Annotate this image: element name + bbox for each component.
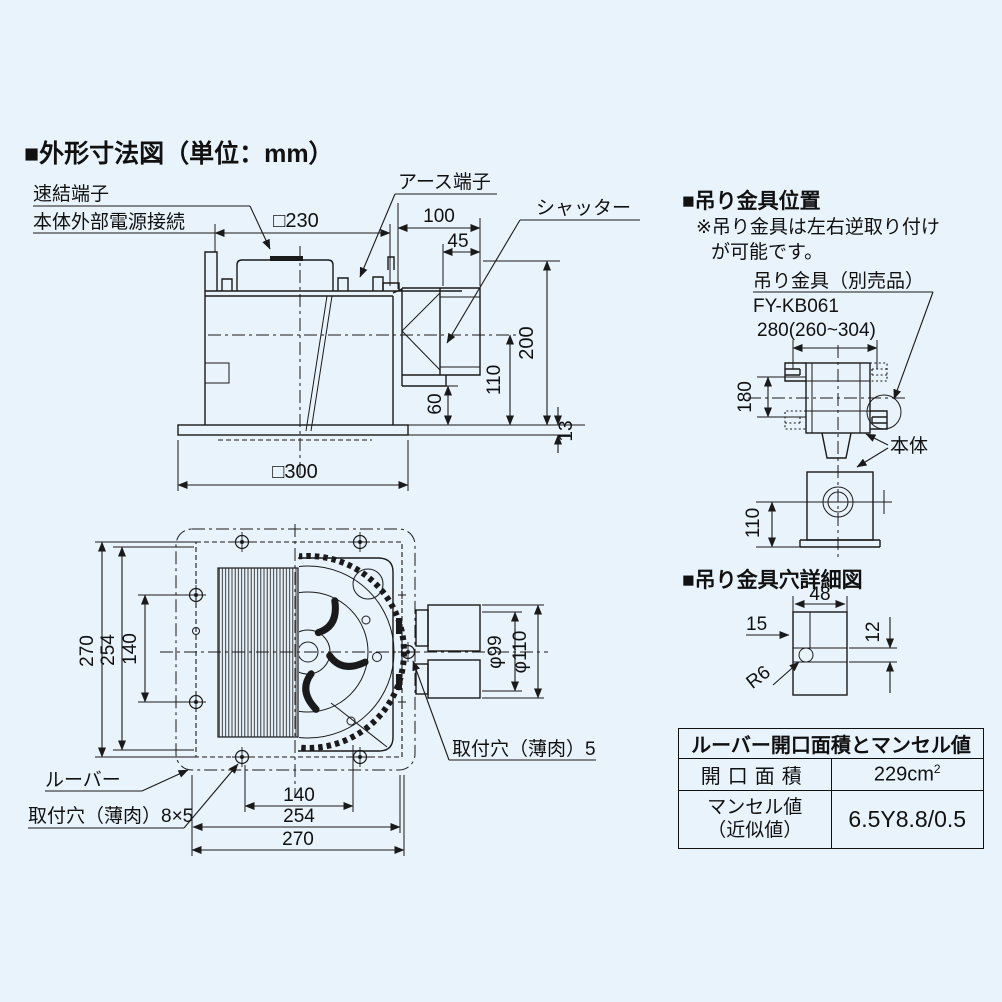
bracket-hole-detail: ■吊り金具穴詳細図 48 15 12 R6: [682, 568, 897, 696]
dim-v270: 270: [77, 635, 98, 667]
bracket-note-line1: ※吊り金具は左右逆取り付け: [696, 216, 940, 238]
bellmouth: [305, 295, 333, 432]
dim-h254: 254: [283, 806, 315, 827]
mounting-hole: [349, 531, 371, 553]
bracket-position-view: ■吊り金具位置 ※吊り金具は左右逆取り付け が可能です。 吊り金具（別売品） F…: [682, 189, 940, 560]
dim-15: 15: [746, 614, 767, 635]
dim-v254: 254: [98, 634, 119, 666]
label-quick-connect-terminal: 速結端子: [33, 183, 109, 205]
dim-48: 48: [809, 584, 830, 605]
label-shutter: シャッター: [536, 197, 631, 219]
dim-280: 280(260~304): [757, 320, 876, 341]
label-louver: ルーバー: [45, 770, 121, 791]
body-box: [806, 471, 874, 541]
bracket-part-label: 吊り金具（別売品）: [753, 270, 924, 292]
spec-table: ルーバー開口面積とマンセル値 開口面積 229cm2 マンセル値 （近似値） 6…: [678, 728, 984, 849]
spec-row-open-area-value: 229cm2: [830, 758, 984, 791]
spec-row-munsell-value: 6.5Y8.8/0.5: [830, 790, 984, 849]
hanging-bracket: [784, 362, 806, 382]
label-body: 本体: [890, 435, 928, 457]
mounting-plate-line: [205, 290, 462, 297]
mounting-hole: [231, 746, 253, 768]
dim-300: □300: [272, 461, 317, 483]
spec-table-header: ルーバー開口面積とマンセル値: [678, 728, 984, 759]
dim-60: 60: [425, 393, 446, 414]
dim-r6: R6: [743, 662, 775, 694]
hanging-bracket: [870, 410, 888, 430]
label-mount-hole-8x5: 取付穴（薄肉）8×5: [28, 805, 193, 827]
label-earth-terminal: アース端子: [398, 171, 491, 193]
bracket-model: FY-KB061: [753, 296, 839, 317]
detail-callout-circle: [866, 394, 902, 430]
dim-h270: 270: [282, 829, 314, 850]
label-mount-hole-5: 取付穴（薄肉）5: [452, 738, 596, 760]
dim-phi99: φ99: [485, 635, 506, 668]
dim-13: 13: [556, 420, 577, 441]
bracket-note-line2: が可能です。: [711, 241, 823, 263]
spec-row-open-area-label: 開口面積: [678, 758, 832, 791]
dim-100: 100: [423, 206, 455, 227]
dim-230: □230: [273, 210, 318, 232]
terminal-cap: [270, 256, 303, 261]
side-view: 速結端子 本体外部電源接続 アース端子 シャッター □230 100 45 20…: [33, 171, 640, 491]
centerlines: [208, 246, 522, 478]
dim-bracket-110: 110: [743, 508, 764, 538]
dim-180: 180: [735, 381, 756, 413]
open-area-value: 229cm: [873, 763, 934, 786]
centerlines: [160, 524, 548, 798]
duct-side: [392, 287, 481, 387]
terminal-box: [236, 259, 334, 291]
dim-110: 110: [484, 365, 505, 395]
dim-45: 45: [447, 231, 468, 252]
scroll-housing: [298, 557, 394, 752]
spec-row-munsell-label: マンセル値 （近似値）: [678, 790, 832, 849]
flange: [177, 424, 409, 436]
munsell-label-line1: マンセル値: [707, 796, 803, 818]
page-title: ■外形寸法図（単位：mm）: [24, 139, 334, 168]
earth-screw: [382, 256, 400, 291]
dim-h140: 140: [283, 785, 315, 806]
shutter-flap: [401, 292, 441, 371]
label-external-power: 本体外部電源接続: [33, 211, 185, 233]
detail-heading: ■吊り金具穴詳細図: [682, 568, 863, 592]
mounting-hole: [231, 531, 253, 553]
dim-12: 12: [863, 621, 884, 642]
open-area-sup: 2: [933, 762, 941, 777]
dim-200: 200: [516, 326, 538, 359]
dim-v140: 140: [120, 633, 141, 665]
duct-stubs: [415, 604, 481, 699]
hole-detail-outline: [792, 611, 848, 696]
bottom-view: φ99 φ110 取付穴（薄肉）5 ルーバー 取付穴（薄肉）8×5 140 25…: [28, 524, 596, 856]
munsell-label-line2: （近似値）: [707, 819, 803, 841]
dim-phi110: φ110: [510, 631, 531, 674]
bracket-heading: ■吊り金具位置: [682, 189, 821, 213]
